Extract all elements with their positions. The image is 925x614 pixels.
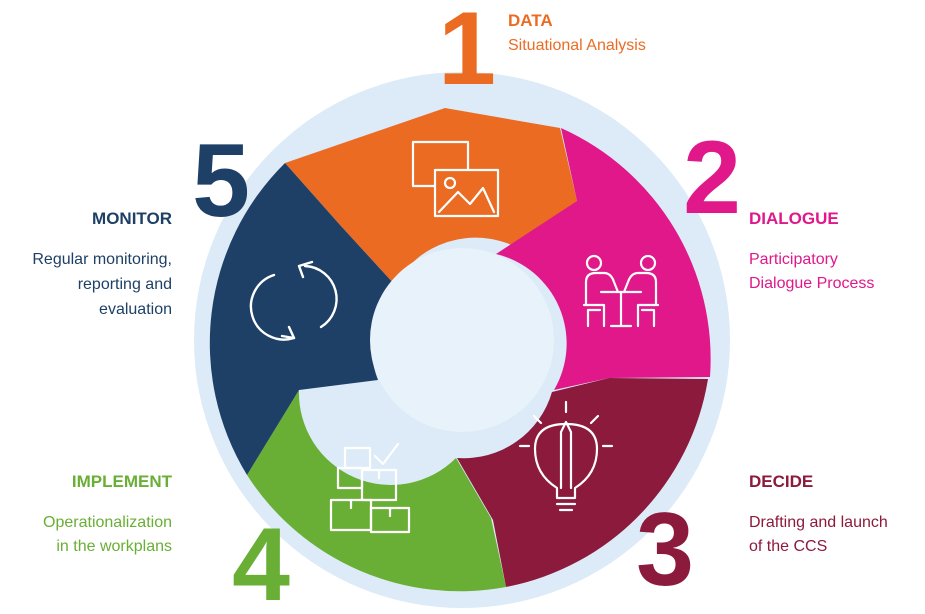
segment-monitor [209, 163, 395, 475]
step-title-decide: DECIDE [749, 472, 813, 491]
segment-implement [247, 390, 506, 592]
step-desc-data: Situational Analysis [508, 37, 646, 54]
step-title-implement: IMPLEMENT [72, 472, 173, 491]
lightbulb-pencil-icon [518, 400, 614, 512]
step-desc-decide-1: Drafting and launch [749, 514, 888, 531]
step-number-2: 2 [683, 120, 741, 236]
step-title-data: DATA [508, 11, 553, 30]
step-title-dialogue: DIALOGUE [749, 209, 839, 228]
segment-dialogue [496, 128, 711, 390]
refresh-cycle-icon [249, 260, 338, 341]
step-desc-dialogue-1: Participatory [749, 251, 838, 268]
center-hub [370, 248, 554, 432]
step-number-1: 1 [438, 0, 496, 107]
step-desc-monitor-1: Regular monitoring, [32, 251, 172, 268]
step-title-monitor: MONITOR [92, 209, 172, 228]
step-desc-monitor-3: evaluation [99, 301, 172, 318]
step-desc-monitor-2: reporting and [78, 276, 172, 293]
boxes-check-icon [329, 442, 411, 534]
step-number-3: 3 [636, 492, 694, 608]
step-number-5: 5 [192, 123, 250, 239]
step-desc-dialogue-2: Dialogue Process [749, 275, 874, 292]
segment-data [285, 108, 577, 285]
step-number-4: 4 [232, 507, 290, 609]
step-desc-decide-2: of the CCS [749, 538, 827, 555]
step-desc-implement-1: Operationalization [43, 514, 172, 531]
dialogue-table-icon [582, 254, 660, 328]
image-gallery-icon [411, 140, 500, 218]
step-desc-implement-2: in the workplans [56, 538, 172, 555]
